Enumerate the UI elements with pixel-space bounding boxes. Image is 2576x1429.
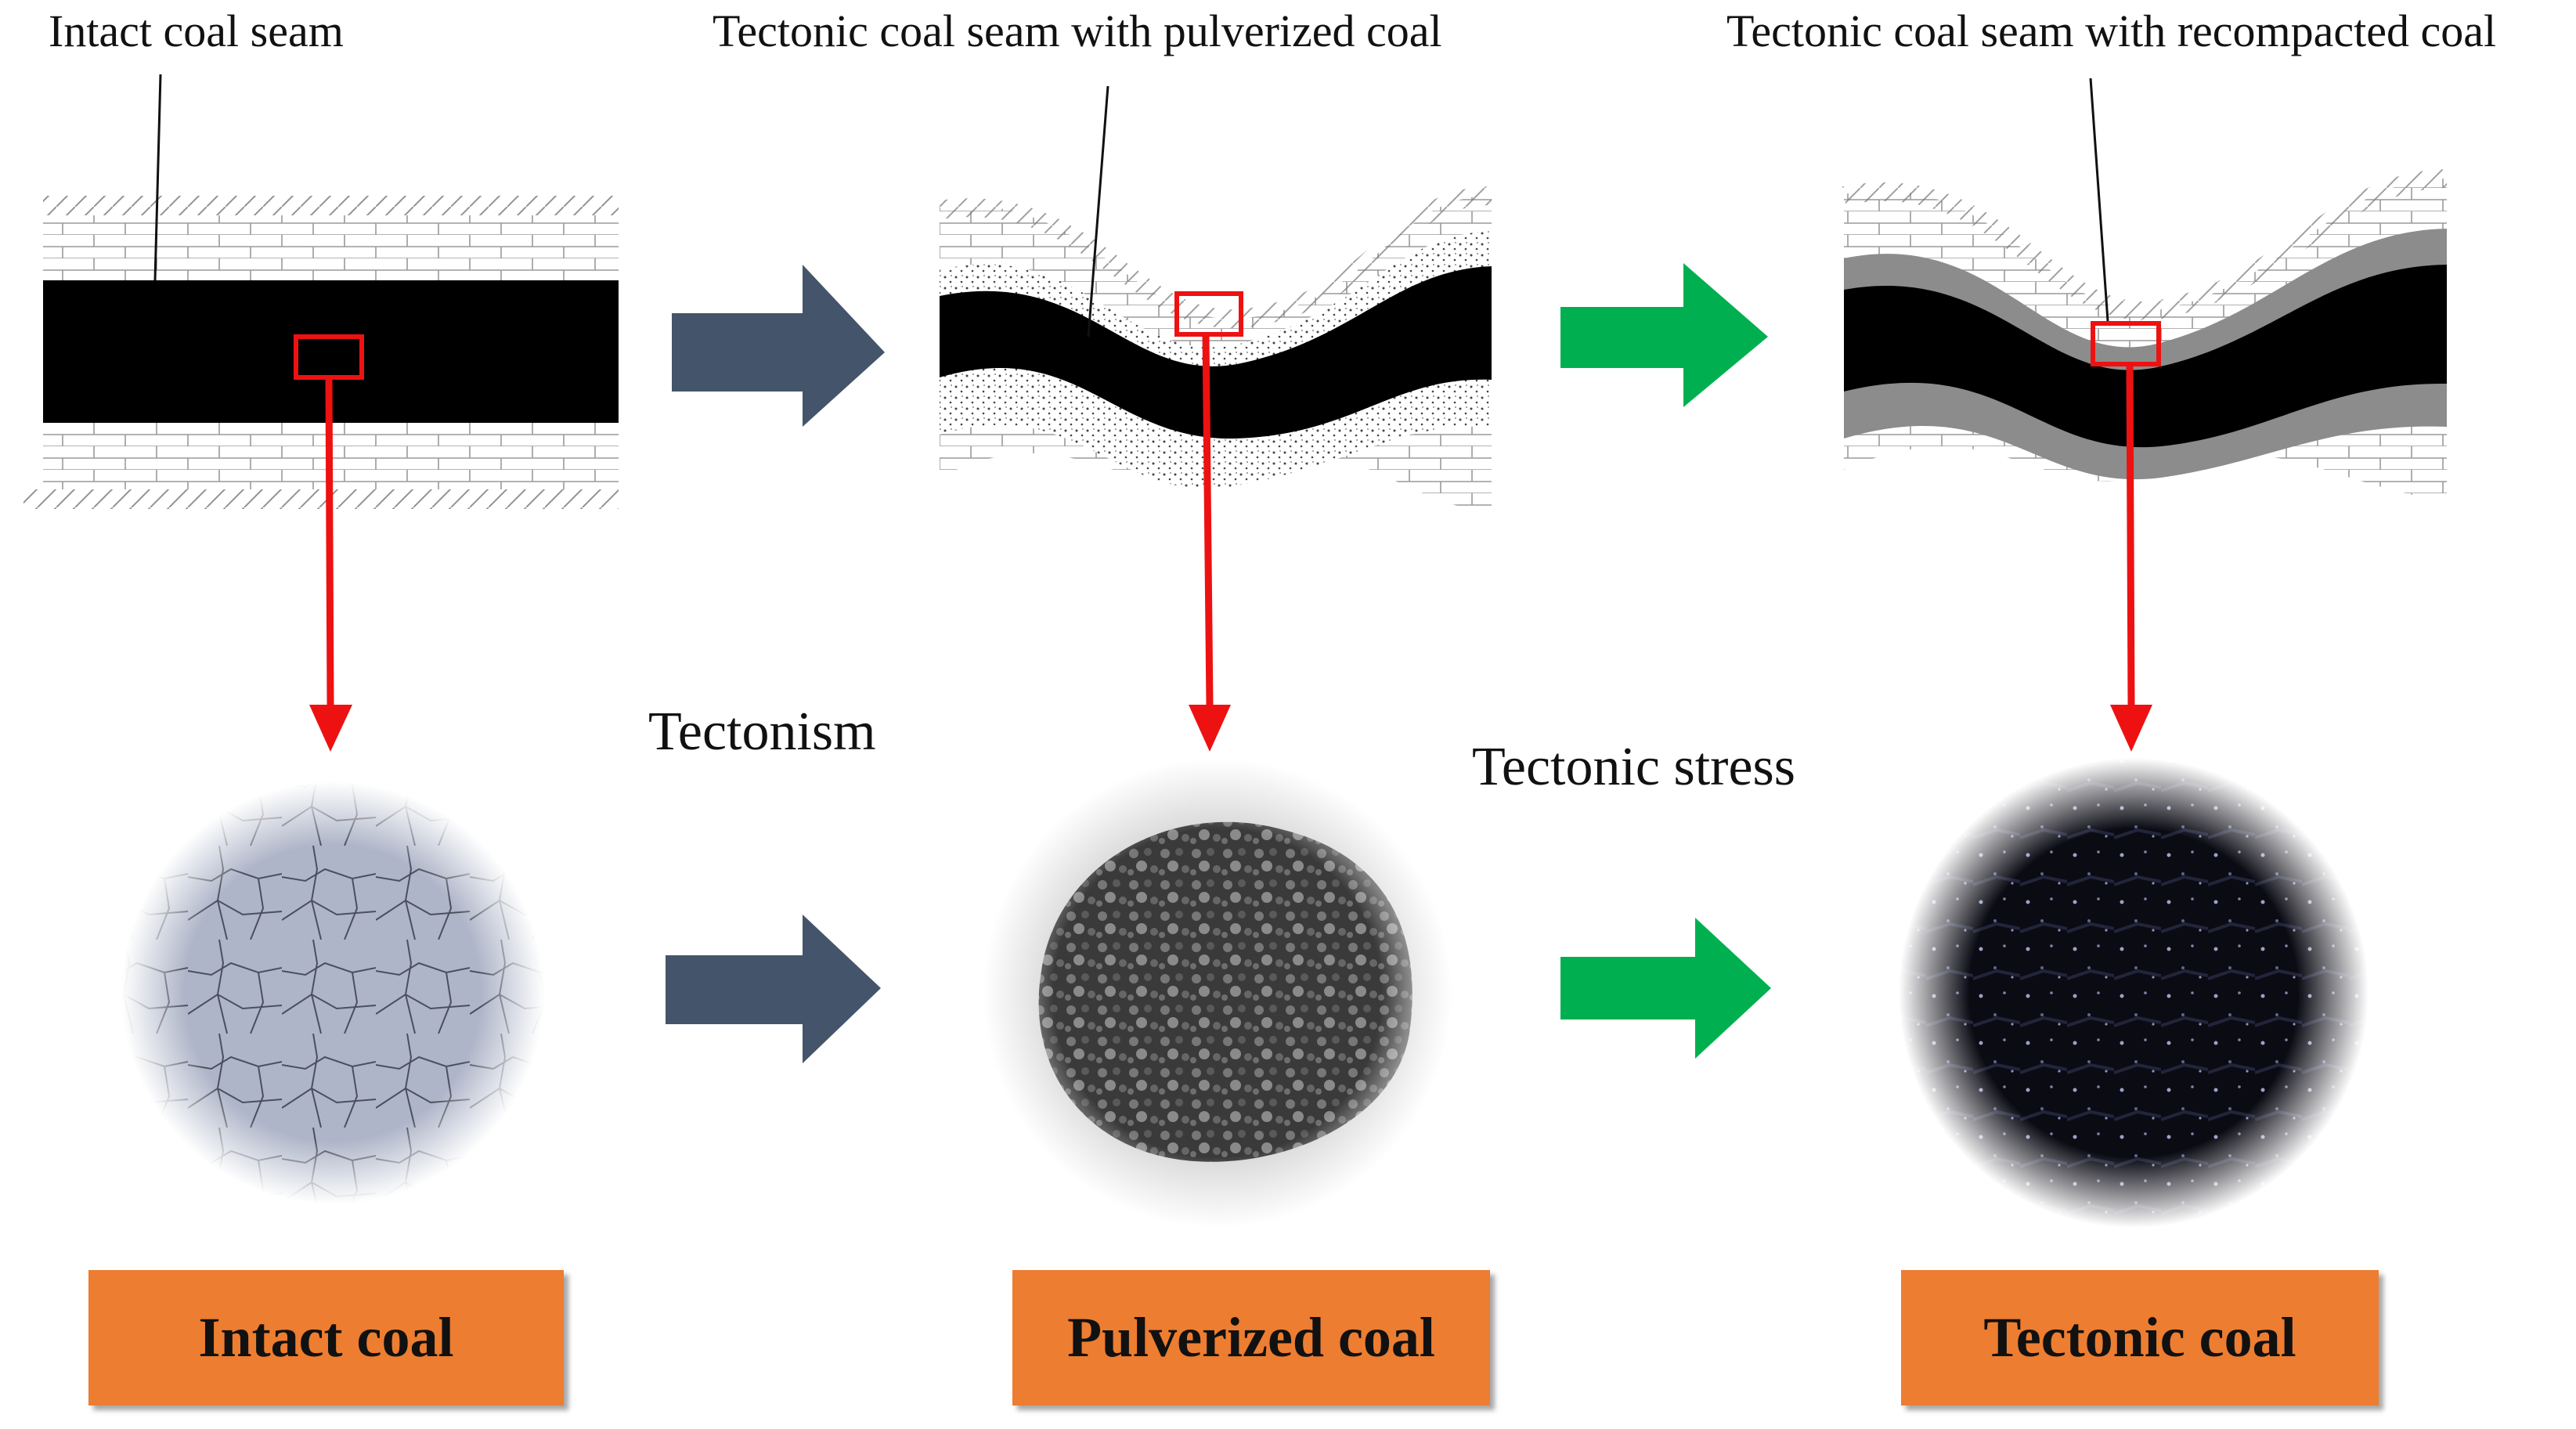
tectonic-stress-arrow-bottom: [1560, 918, 1771, 1059]
tectonic-stress-arrow-top: [1560, 263, 1768, 407]
recompacted-coal-band: [1844, 265, 2447, 448]
recompacted-seam-label: Tectonic coal seam with recompacted coal: [1726, 5, 2497, 56]
recompacted-outer-band: [1844, 229, 2447, 480]
tectonism-arrow-bottom: [666, 915, 881, 1063]
pulverized-zoom-arrow: [1189, 334, 1231, 752]
tectonism-arrow-top: [672, 265, 885, 427]
intact-coal-label: Intact coal: [198, 1306, 454, 1369]
pulverized-coal-label: Pulverized coal: [1067, 1306, 1435, 1369]
tectonic-coal-box: Tectonic coal: [1901, 1270, 2379, 1406]
tectonic-coal-photo: [1899, 758, 2369, 1228]
pulverized-seam-leader: [1087, 85, 1109, 337]
pulverized-coal-photo: [983, 758, 1452, 1228]
tectonic-coal-label: Tectonic coal: [1983, 1306, 2296, 1369]
recompacted-seam-leader: [2089, 78, 2109, 322]
intact-seam-label: Intact coal seam: [49, 5, 344, 56]
tectonism-label: Tectonism: [648, 702, 876, 762]
intact-seam-cross-section: [23, 74, 619, 509]
pulverized-coal-box: Pulverized coal: [1012, 1270, 1490, 1406]
intact-coal-box: Intact coal: [88, 1270, 564, 1406]
pulverized-seam-cross-section: [938, 85, 1492, 513]
tectonic-zoom-arrow: [2110, 363, 2152, 752]
intact-zoom-arrow: [309, 377, 352, 752]
pulverized-coal-band: [940, 266, 1492, 439]
intact-coal-photo: [121, 781, 564, 1204]
intact-seam-leader: [153, 74, 162, 281]
recompacted-seam-cross-section: [1842, 78, 2448, 501]
pulverized-seam-label: Tectonic coal seam with pulverized coal: [713, 5, 1442, 56]
tectonic-sample-box: [2091, 321, 2161, 366]
tectonic-stress-label: Tectonic stress: [1472, 737, 1796, 797]
